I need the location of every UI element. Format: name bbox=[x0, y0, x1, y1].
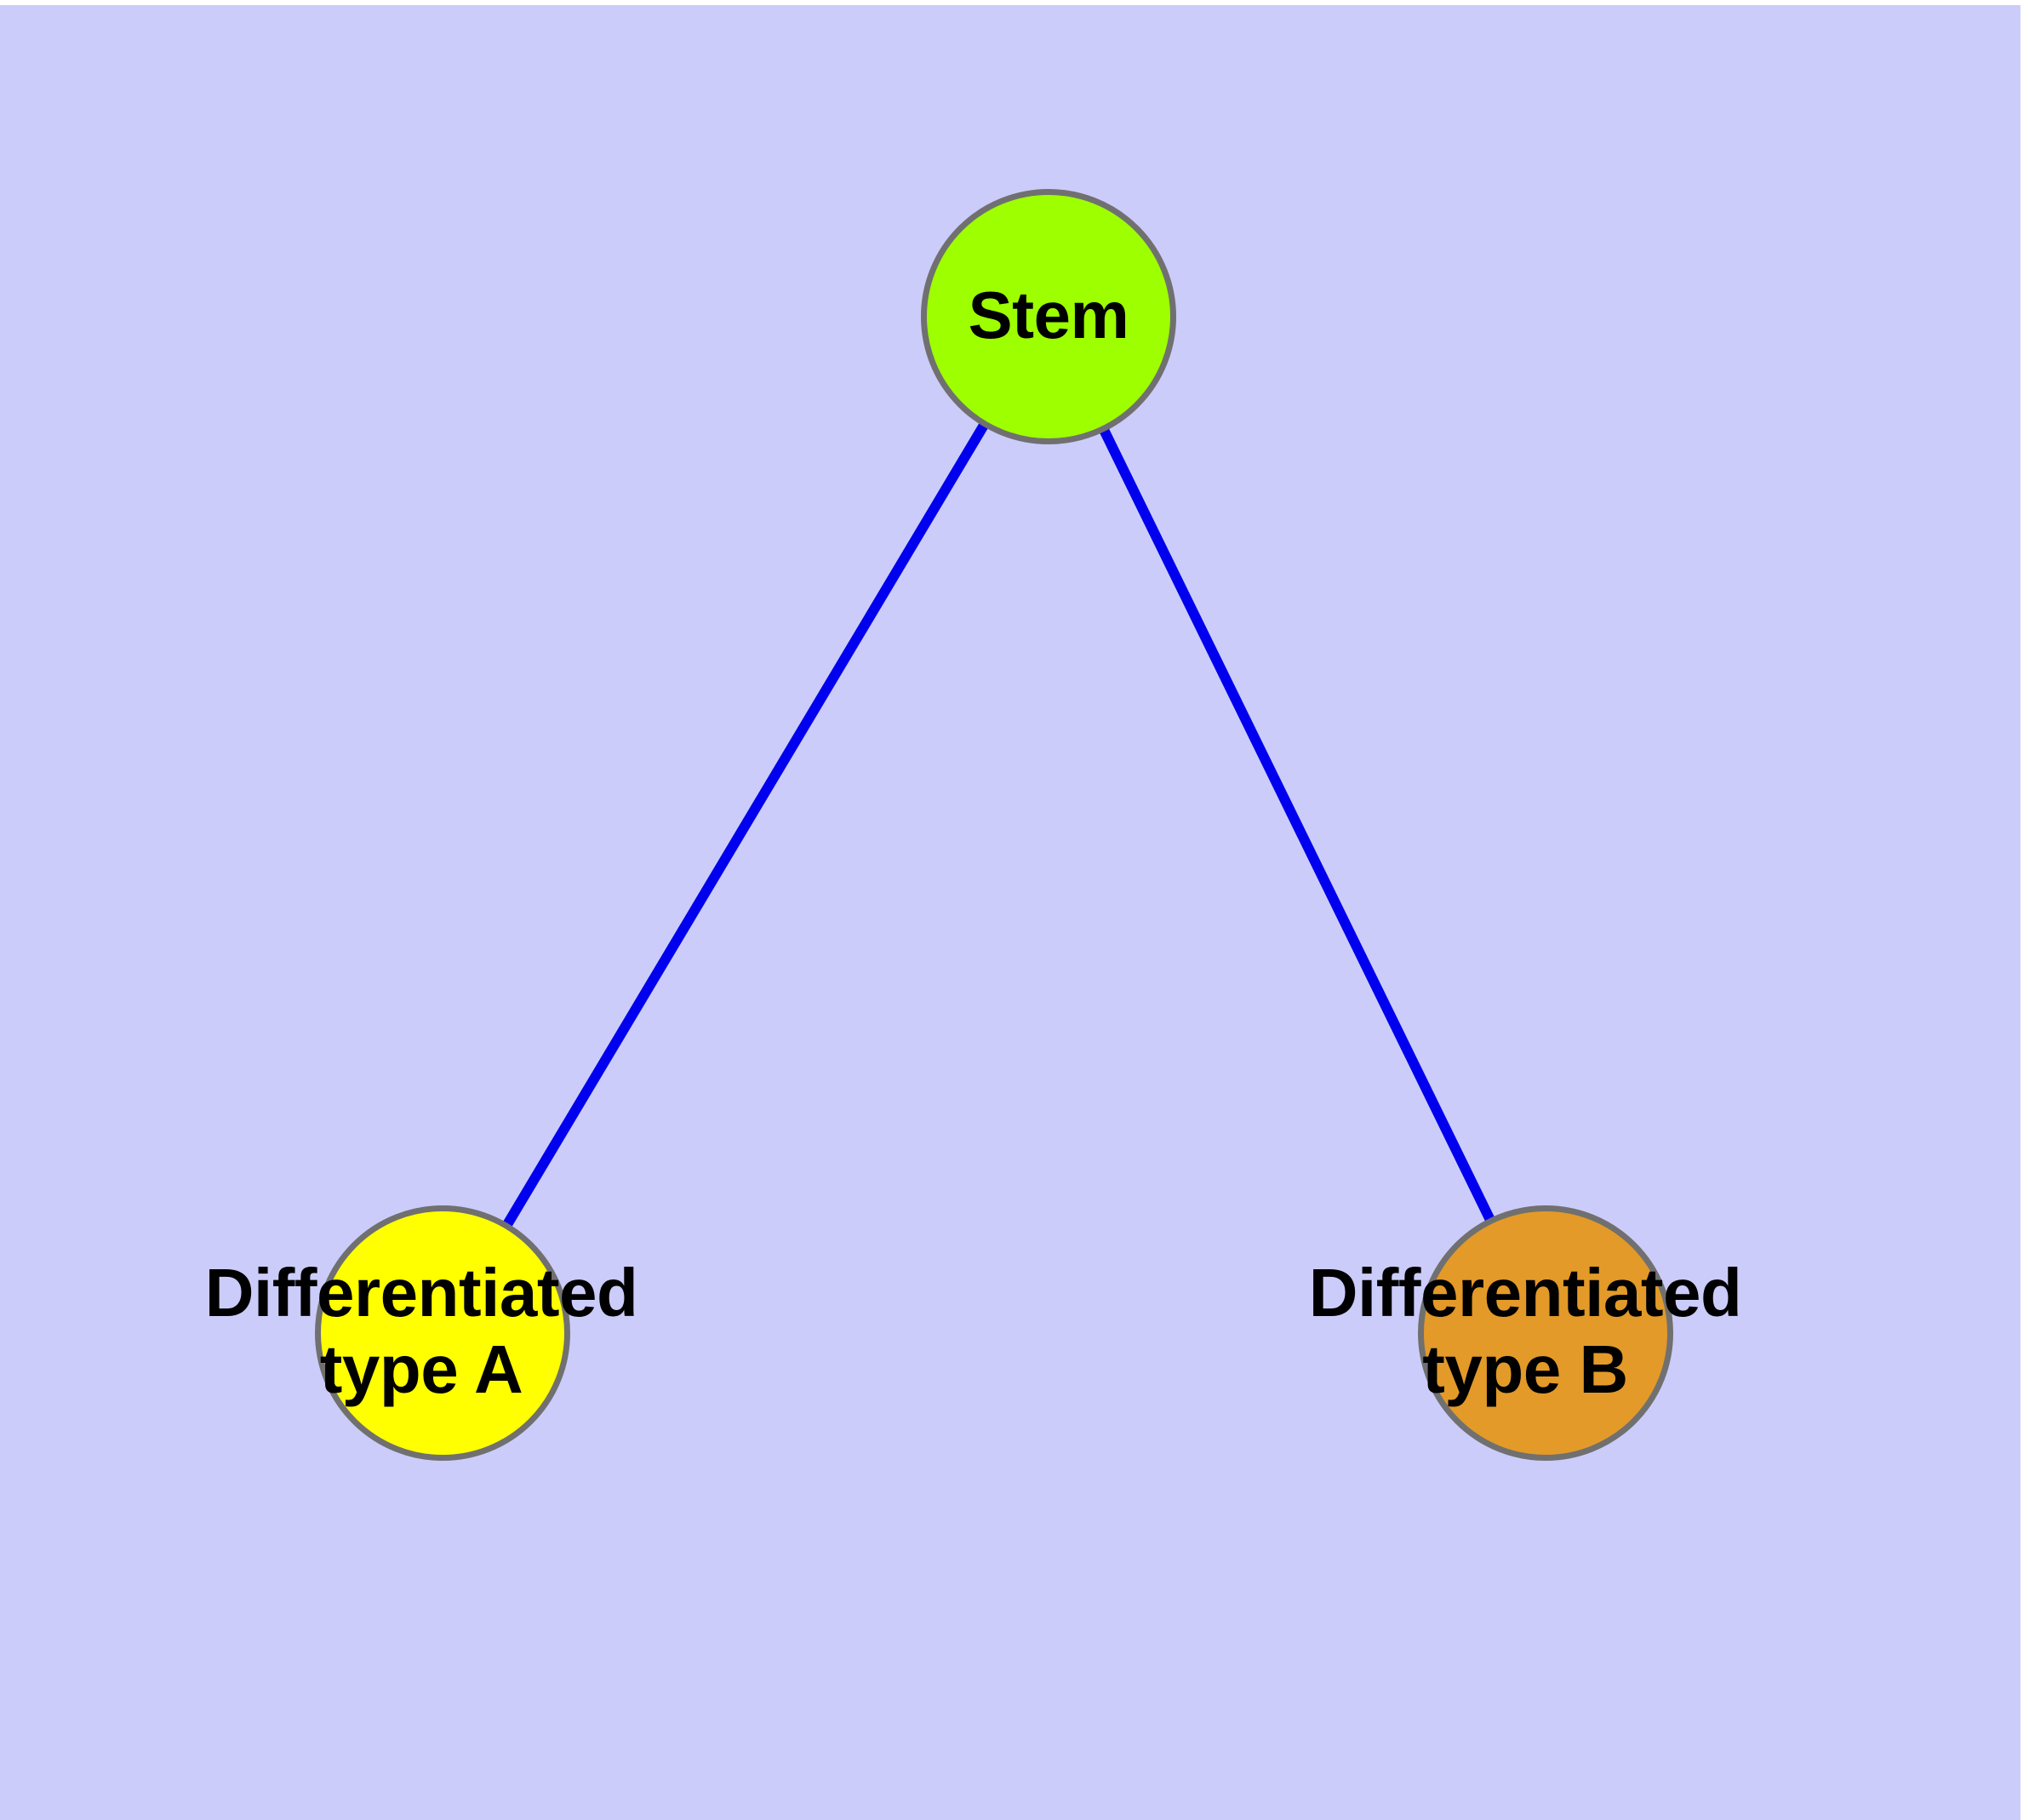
node-differentiated-type-a[interactable] bbox=[315, 1205, 570, 1461]
node-stem[interactable] bbox=[921, 189, 1176, 444]
edge-layer bbox=[501, 421, 1496, 1229]
node-layer bbox=[315, 189, 1673, 1461]
edge-stem-diff-b[interactable] bbox=[1098, 426, 1496, 1224]
node-differentiated-type-b[interactable] bbox=[1418, 1205, 1673, 1461]
edge-stem-diff-a[interactable] bbox=[501, 421, 990, 1229]
